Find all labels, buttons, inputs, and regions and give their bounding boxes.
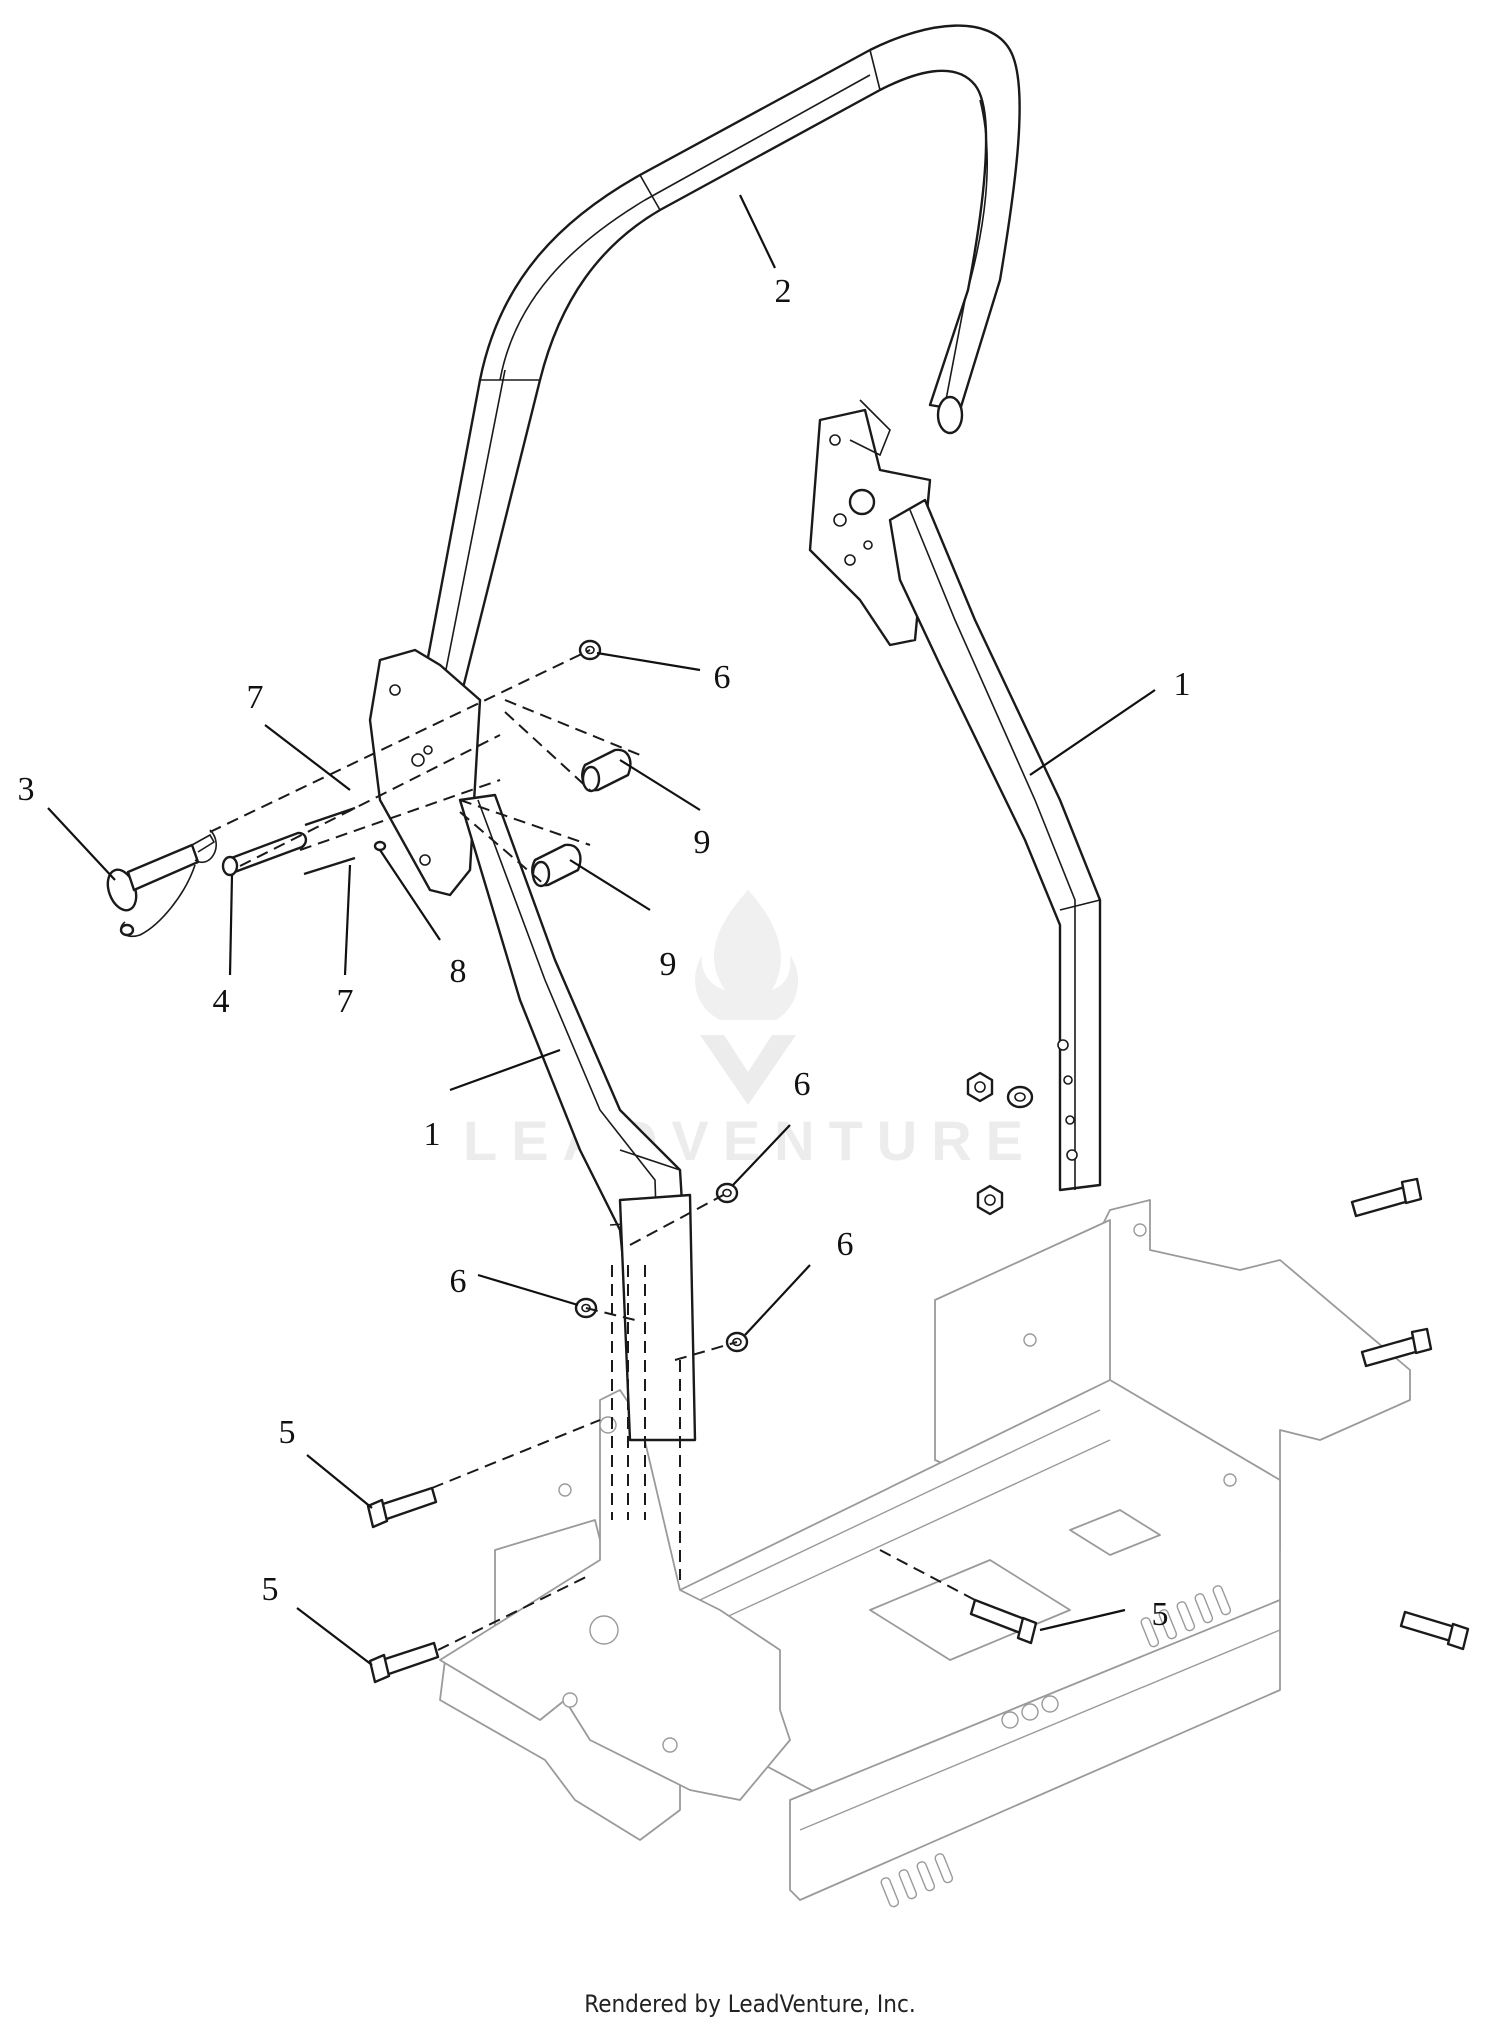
bolt-right-3 bbox=[1399, 1610, 1470, 1651]
callout-7-top: 7 bbox=[247, 679, 264, 716]
callout-2: 2 bbox=[775, 273, 792, 310]
right-pivot-plate bbox=[808, 408, 932, 647]
rops-upper-hoop bbox=[418, 24, 1021, 702]
frame-slots bbox=[880, 1585, 1232, 1908]
bolt-lower-center bbox=[969, 1598, 1038, 1645]
callout-6-right: 6 bbox=[837, 1226, 854, 1263]
callout-6-left: 6 bbox=[450, 1263, 467, 1300]
left-pivot-plate bbox=[368, 648, 482, 897]
flame-icon bbox=[695, 890, 799, 1020]
bolt-lower-left-2 bbox=[368, 1641, 440, 1684]
leader-lines bbox=[47, 194, 1156, 1666]
rops-right-leg bbox=[808, 395, 1102, 1216]
v-logo-icon bbox=[700, 1035, 796, 1105]
lynch-pin bbox=[106, 829, 217, 938]
left-frame-upright bbox=[439, 1389, 791, 1801]
callout-7-bottom: 7 bbox=[337, 983, 354, 1020]
rops-left-leg bbox=[368, 648, 697, 1442]
callout-6-top: 6 bbox=[714, 659, 731, 696]
callout-9-lower: 9 bbox=[660, 946, 677, 983]
callout-3: 3 bbox=[18, 771, 35, 808]
callout-9-upper: 9 bbox=[694, 824, 711, 861]
mower-frame bbox=[439, 1199, 1411, 1908]
rendered-by-footer: Rendered by LeadVenture, Inc. bbox=[584, 1990, 916, 2018]
washer-mid bbox=[715, 1182, 739, 1204]
assembly-dashed-lines bbox=[209, 649, 976, 1651]
bolt-right-2 bbox=[1360, 1327, 1433, 1368]
callouts: 2 6 7 1 3 9 9 4 7 8 1 6 6 6 5 5 5 bbox=[18, 273, 1191, 1633]
callout-4: 4 bbox=[213, 983, 230, 1020]
callout-1-right: 1 bbox=[1174, 666, 1191, 703]
leadventure-watermark: LEADVENTURE bbox=[463, 890, 1037, 1172]
callout-8: 8 bbox=[450, 953, 467, 990]
bolt-lower-left-1 bbox=[366, 1486, 438, 1529]
callout-5-lower: 5 bbox=[262, 1571, 279, 1608]
right-washer bbox=[1006, 1085, 1034, 1109]
right-nut-upper bbox=[966, 1071, 994, 1103]
right-nut-lower bbox=[976, 1184, 1004, 1216]
bolt-right-1 bbox=[1350, 1177, 1423, 1218]
callout-5-center: 5 bbox=[1152, 1596, 1169, 1633]
frame-front-plate bbox=[789, 1599, 1281, 1901]
callout-1-left: 1 bbox=[424, 1116, 441, 1153]
callout-5-upper: 5 bbox=[279, 1414, 296, 1451]
frame-right-opening bbox=[1069, 1509, 1161, 1556]
roll-pin-upper bbox=[304, 806, 356, 827]
watermark-brand: LEADVENTURE bbox=[463, 1109, 1037, 1172]
frame-center-opening bbox=[869, 1559, 1071, 1661]
roll-pin-lower bbox=[303, 856, 356, 876]
callout-6-mid: 6 bbox=[794, 1066, 811, 1103]
